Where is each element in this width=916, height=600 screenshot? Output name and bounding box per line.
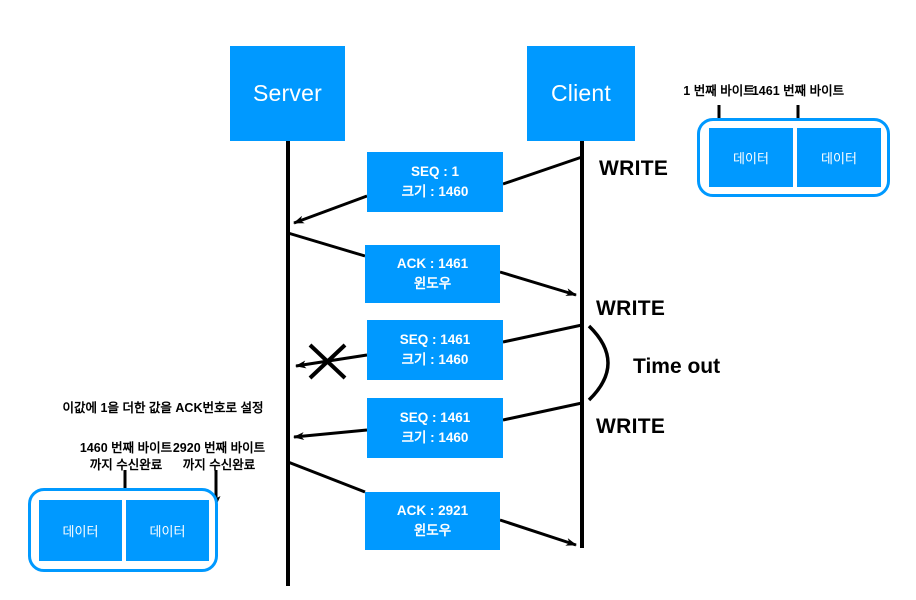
client-buffer-pointer-left-label: 1 번째 바이트 [683,84,755,98]
message-line-2: 윈도우 [413,523,452,538]
server-buffer-pointer-right-label: 2920 번째 바이트 까지 수신완료 [172,441,266,472]
arrow-ack-2921-left-segment [287,460,366,494]
arrow-seq-1461-lost-right-segment [502,323,583,344]
timeout-brace-icon [587,324,610,402]
server-node-label: Server [253,80,322,106]
message-box-seq-1461-lost: SEQ : 1461 크기 : 1460 [367,320,503,380]
server-node-box: Server [230,46,345,141]
arrow-ack-1461-right-segment [499,270,577,297]
client-node-label: Client [550,80,611,106]
message-line-2: 크기 : 1460 [401,430,469,445]
message-line-2: 윈도우 [413,276,452,291]
message-box-seq-1: SEQ : 1 크기 : 1460 [367,152,503,212]
server-buffer-note: 이값에 1을 더한 값을 ACK번호로 설정 [62,401,264,415]
write-label-3: WRITE [596,415,666,438]
client-buffer-pointer-right-label: 1461 번째 바이트 [751,84,845,98]
write-label-2: WRITE [596,297,666,320]
arrow-seq-1461-lost-left-segment [295,353,368,369]
server-buffer-pointer-left-label: 1460 번째 바이트 까지 수신완료 [79,441,173,472]
message-line-2: 크기 : 1460 [401,184,469,199]
arrow-seq-1-right-segment [502,155,583,186]
client-node-box: Client [527,46,635,141]
arrow-seq-1461-retx-left-segment [293,428,368,441]
arrow-seq-1-left-segment [293,194,368,225]
message-line-1: ACK : 1461 [396,256,469,272]
write-label-1: WRITE [599,157,669,180]
message-line-1: SEQ : 1 [410,164,459,180]
arrow-ack-1461-left-segment [287,231,366,258]
packet-loss-x-icon-stroke-2 [308,343,347,380]
message-line-1: SEQ : 1461 [399,332,471,348]
message-line-2: 크기 : 1460 [401,352,469,367]
packet-loss-x-icon-stroke-1 [308,343,347,380]
arrow-ack-2921-right-segment [499,518,577,547]
server-buffer-cell-1: 데이터 [39,500,122,561]
message-box-ack-1461: ACK : 1461 윈도우 [365,245,500,303]
server-buffer-cell-2: 데이터 [126,500,209,561]
message-box-ack-2921: ACK : 2921 윈도우 [365,492,500,550]
message-box-seq-1461-retx: SEQ : 1461 크기 : 1460 [367,398,503,458]
arrow-seq-1461-retx-right-segment [502,401,583,422]
client-buffer-cell-1: 데이터 [709,128,793,187]
timeout-label: Time out [633,355,721,378]
client-buffer-cell-2: 데이터 [797,128,881,187]
message-line-1: SEQ : 1461 [399,410,471,426]
message-line-1: ACK : 2921 [396,503,469,519]
